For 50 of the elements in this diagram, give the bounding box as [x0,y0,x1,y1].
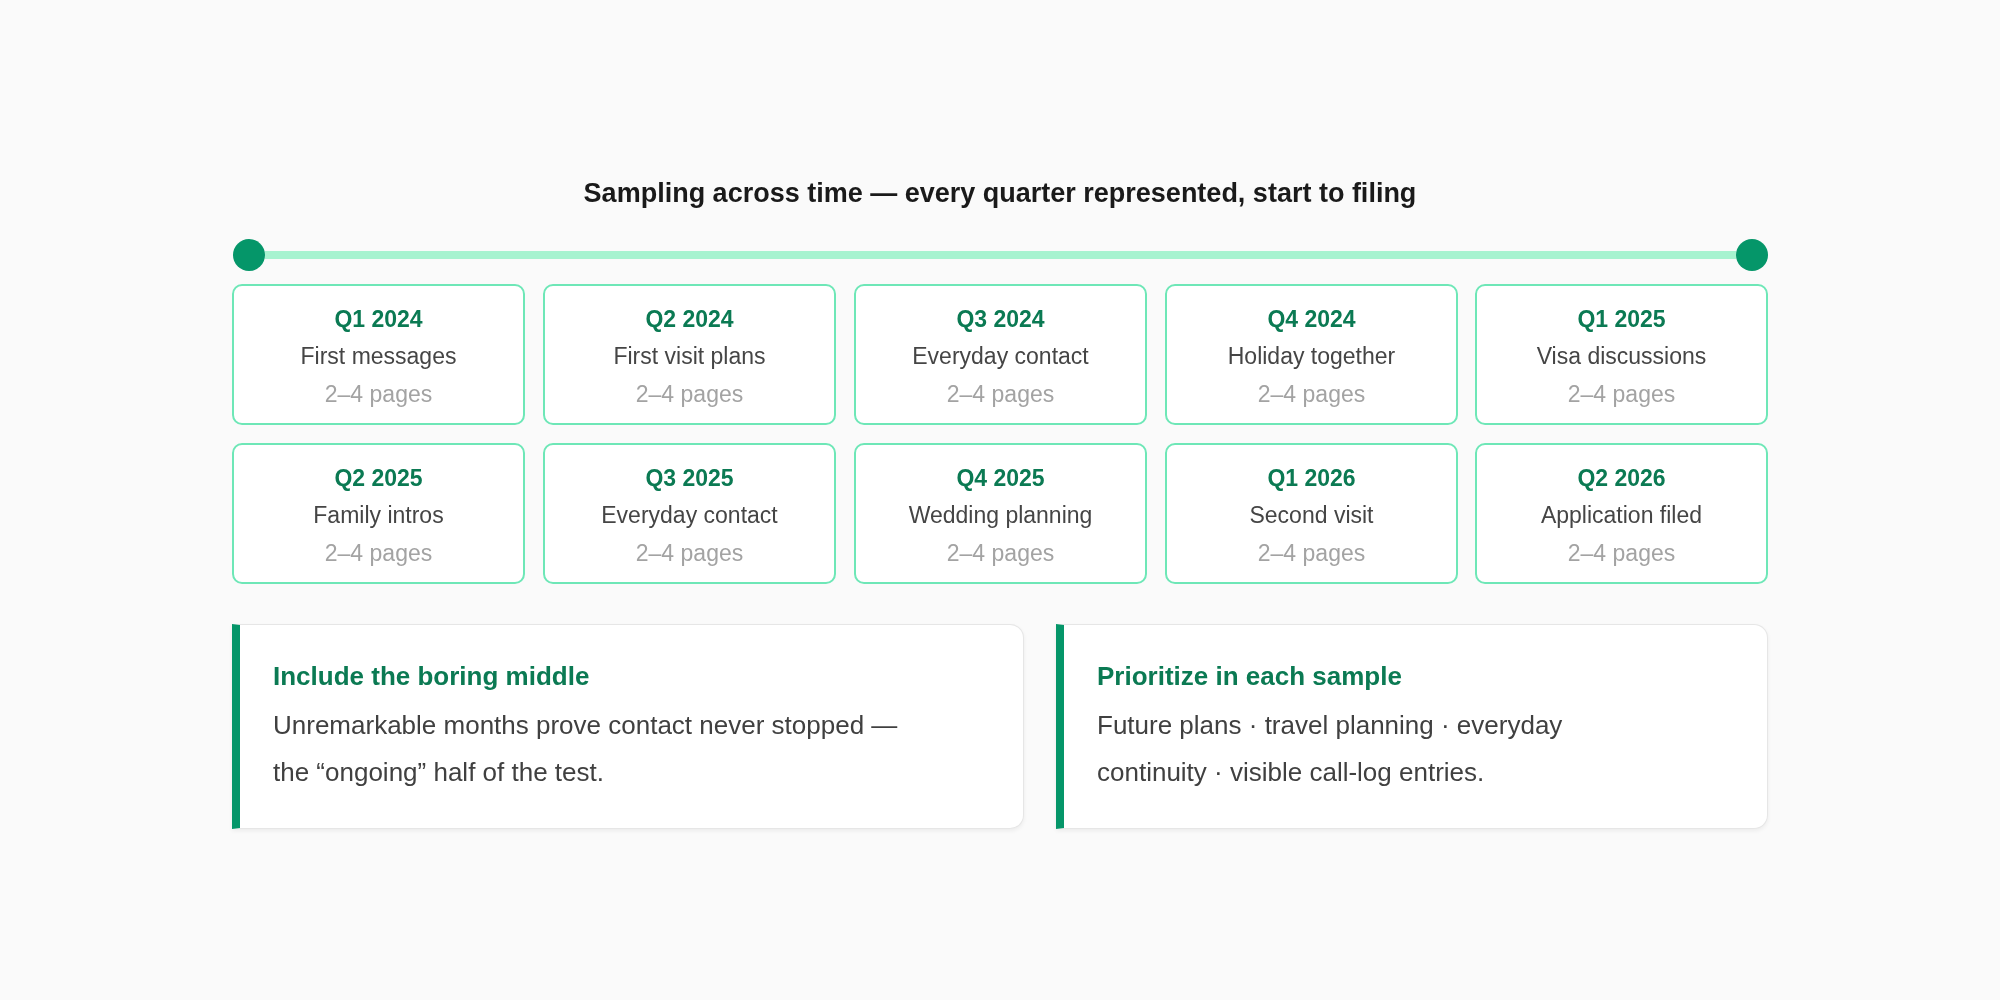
callout-card [232,624,1024,829]
topic-text: First visit plans [613,342,766,371]
callout-text: Unremarkable months prove contact never stopped — the “ongoing” half of the test. [273,709,899,789]
quarter-label: Q1 2024 [334,305,423,334]
topic-text: Application filed [1540,501,1703,530]
topic-text: Wedding planning [908,501,1093,530]
page-count: 2–4 pages [635,539,744,568]
page-count: 2–4 pages [1257,380,1366,409]
topic-text: Visa discussions [1536,342,1707,371]
quarter-card [1165,284,1458,425]
page-count: 2–4 pages [635,380,744,409]
topic-text: First messages [300,342,457,371]
quarter-label: Q4 2025 [956,464,1045,493]
topic-text: Second visit [1249,501,1374,530]
page-count: 2–4 pages [324,380,433,409]
callout-text: Future plans · travel planning · everyday continuity · visible call-log entries. [1097,709,1564,789]
callout-heading: Include the boring middle [273,660,590,693]
page-count: 2–4 pages [946,380,1055,409]
callout-card [1056,624,1768,829]
quarter-card [232,443,525,584]
quarter-label: Q3 2024 [956,305,1045,334]
quarter-label: Q2 2024 [645,305,734,334]
quarter-label: Q1 2025 [1577,305,1666,334]
timeline-dot [1736,239,1768,271]
diagram-title: Sampling across time — every quarter represented, start to filing [583,177,1417,210]
quarter-label: Q3 2025 [645,464,734,493]
page-count: 2–4 pages [946,539,1055,568]
topic-text: Holiday together [1227,342,1396,371]
timeline-line [265,251,1736,259]
quarter-label: Q4 2024 [1267,305,1356,334]
quarter-label: Q2 2026 [1577,464,1666,493]
page-count: 2–4 pages [324,539,433,568]
topic-text: Everyday contact [912,342,1089,371]
quarter-label: Q2 2025 [334,464,423,493]
quarter-card [232,284,525,425]
page-count: 2–4 pages [1567,380,1676,409]
topic-text: Everyday contact [601,501,778,530]
page-count: 2–4 pages [1567,539,1676,568]
quarter-card [1475,284,1768,425]
timeline-dot [233,239,265,271]
quarter-card [854,284,1147,425]
quarter-card [854,443,1147,584]
page-count: 2–4 pages [1257,539,1366,568]
quarter-label: Q1 2026 [1267,464,1356,493]
quarter-card [1475,443,1768,584]
callout-heading: Prioritize in each sample [1097,660,1402,693]
topic-text: Family intros [313,501,444,530]
quarter-card [543,284,836,425]
quarter-card [1165,443,1458,584]
quarter-card [543,443,836,584]
